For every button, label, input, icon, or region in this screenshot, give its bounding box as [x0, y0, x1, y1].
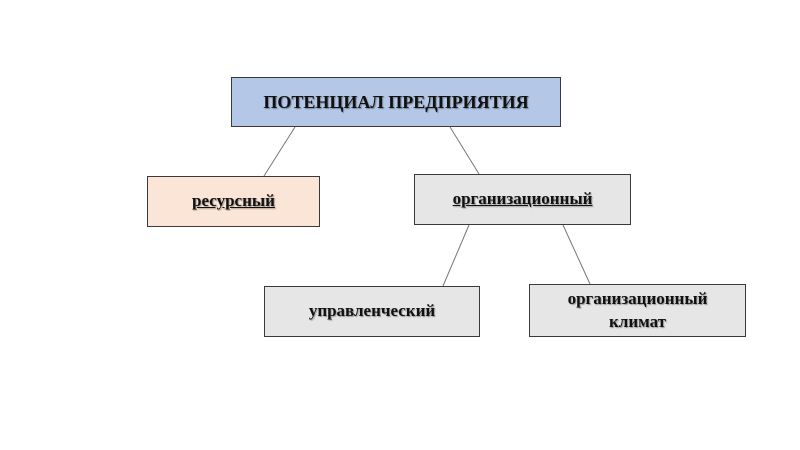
node-resource-label: ресурсный: [192, 191, 275, 211]
edge-organizational-managerial: [442, 224, 470, 287]
edge-organizational-climate: [562, 224, 591, 285]
node-root: ПОТЕНЦИАЛ ПРЕДПРИЯТИЯ: [231, 77, 561, 127]
node-resource: ресурсный: [147, 176, 320, 227]
node-climate-label: организационный климат: [567, 288, 708, 331]
node-organizational: организационный: [414, 174, 631, 225]
edge-root-organizational: [449, 126, 480, 175]
node-organizational-label: организационный: [452, 189, 593, 209]
node-root-label: ПОТЕНЦИАЛ ПРЕДПРИЯТИЯ: [263, 91, 529, 112]
node-managerial: управленческий: [264, 286, 480, 337]
node-managerial-label: управленческий: [308, 301, 436, 321]
node-climate: организационный климат: [529, 284, 746, 337]
edge-root-resource: [263, 126, 296, 177]
